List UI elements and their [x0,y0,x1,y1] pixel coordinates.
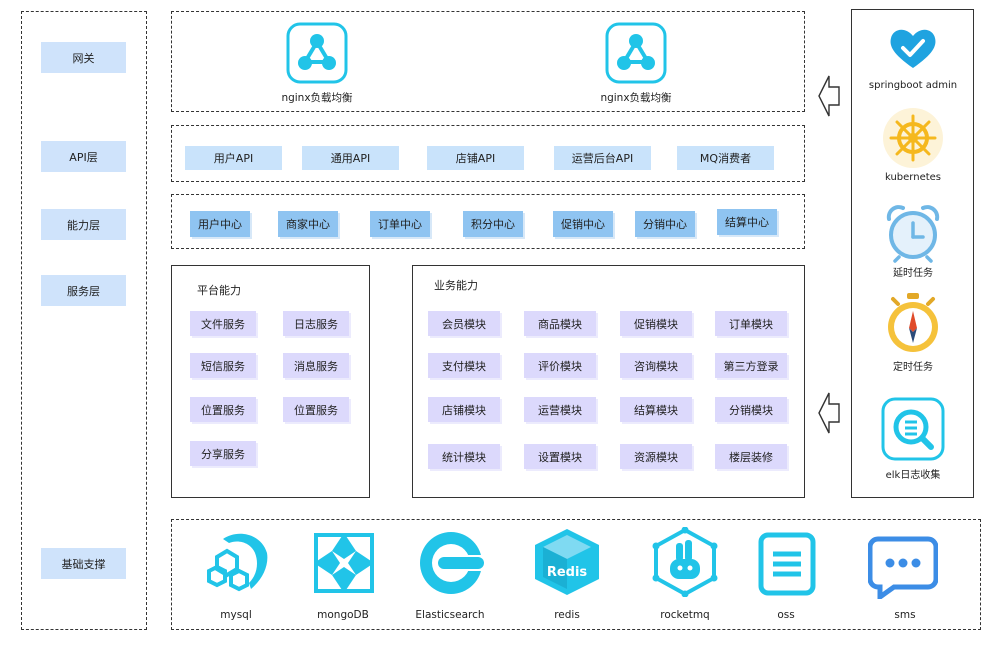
business-item: 订单模块 [715,311,787,336]
share-network-icon [605,22,667,84]
business-item: 第三方登录 [715,353,787,378]
cap-pill-settlement-center: 结算中心 [717,209,777,235]
platform-item: 消息服务 [283,353,349,378]
platform-item: 位置服务 [190,397,256,422]
helm-wheel-icon [882,107,944,169]
api-pill-shop: 店铺API [427,146,524,170]
layer-column [21,11,147,630]
arrow-left-icon [818,391,840,435]
stopwatch-icon [883,292,943,354]
infra-label-redis: redis [554,609,580,621]
dolphin-icon [203,531,271,595]
layer-label-infra: 基础支撑 [41,548,126,579]
business-item: 支付模块 [428,353,500,378]
ops-label-springboot: springboot admin [868,80,958,91]
infra-label-elasticsearch: Elasticsearch [415,609,485,621]
api-box [171,125,805,182]
ops-label-delay: 延时任务 [893,268,933,279]
heart-check-icon [889,26,937,70]
business-item: 商品模块 [524,311,596,336]
ops-box [851,9,974,498]
redis-icon: Redis [533,527,601,597]
infra-label-mongodb: mongoDB [317,609,369,621]
platform-item: 日志服务 [283,311,349,336]
business-title: 业务能力 [434,279,478,292]
platform-item: 位置服务 [283,397,349,422]
ops-label-elk: elk日志收集 [885,470,941,481]
business-item: 统计模块 [428,444,500,469]
infra-label-rocketmq: rocketmq [660,609,710,621]
business-item: 评价模块 [524,353,596,378]
cap-pill-promo-center: 促销中心 [553,211,613,237]
business-item: 结算模块 [620,397,692,422]
chat-bubble-icon [868,535,938,599]
api-pill-common: 通用API [302,146,399,170]
redis-logo-text: Redis [547,565,588,580]
cap-pill-merchant-center: 商家中心 [278,211,338,237]
cap-pill-distribution-center: 分销中心 [635,211,695,237]
infra-label-oss: oss [777,609,795,621]
rocketmq-icon [652,527,718,597]
business-box [412,265,805,498]
platform-item: 短信服务 [190,353,256,378]
platform-item: 分享服务 [190,441,256,466]
elasticsearch-icon [418,530,484,596]
mongodb-icon [312,531,376,595]
infra-box [171,519,981,630]
arrow-left-icon [818,74,840,118]
business-item: 会员模块 [428,311,500,336]
cap-pill-user-center: 用户中心 [190,211,250,237]
document-icon [758,532,816,596]
business-item: 促销模块 [620,311,692,336]
share-network-icon [286,22,348,84]
gateway-label-1: nginx负载均衡 [281,92,353,104]
business-item: 资源模块 [620,444,692,469]
layer-label-gateway: 网关 [41,42,126,73]
cap-pill-order-center: 订单中心 [370,211,430,237]
business-item: 楼层装修 [715,444,787,469]
ops-label-schedule: 定时任务 [893,362,933,373]
gateway-box [171,11,805,112]
business-item: 运营模块 [524,397,596,422]
api-pill-mq: MQ消费者 [677,146,774,170]
infra-label-sms: sms [894,609,916,621]
cap-pill-points-center: 积分中心 [463,211,523,237]
platform-title: 平台能力 [197,284,241,297]
business-item: 店铺模块 [428,397,500,422]
platform-box [171,265,370,498]
api-pill-user: 用户API [185,146,282,170]
capability-box [171,194,805,249]
layer-label-capability: 能力层 [41,209,126,240]
log-search-icon [881,397,945,461]
business-item: 分销模块 [715,397,787,422]
alarm-clock-icon [883,203,943,263]
infra-label-mysql: mysql [220,609,252,621]
platform-item: 文件服务 [190,311,256,336]
layer-label-api: API层 [41,141,126,172]
ops-label-kubernetes: kubernetes [884,172,942,183]
gateway-label-2: nginx负载均衡 [600,92,672,104]
layer-label-service: 服务层 [41,275,126,306]
api-pill-ops: 运营后台API [554,146,651,170]
business-item: 咨询模块 [620,353,692,378]
business-item: 设置模块 [524,444,596,469]
